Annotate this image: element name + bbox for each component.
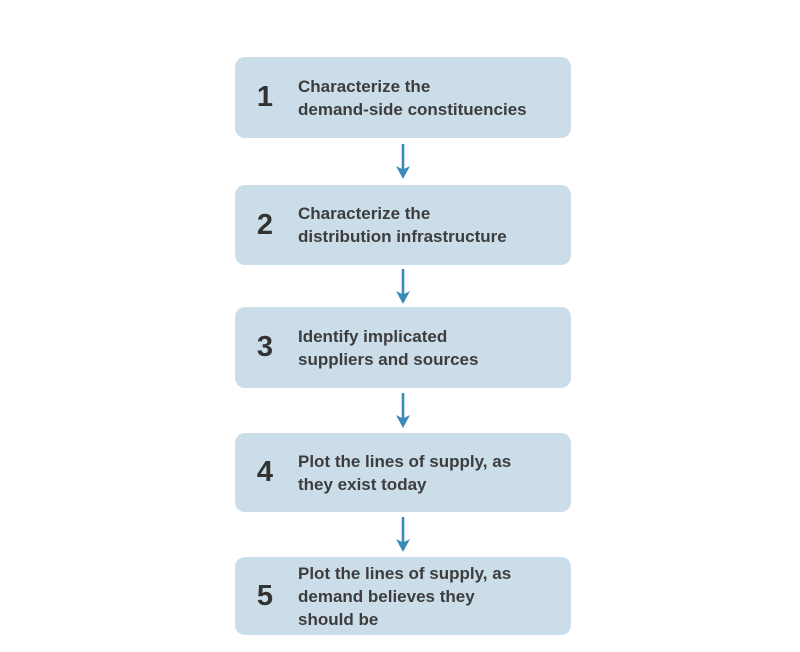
- step-label: Characterize the distribution infrastruc…: [298, 204, 507, 246]
- step-box-5: 5 Plot the lines of supply, as demand be…: [235, 557, 571, 635]
- step-box-4: 4 Plot the lines of supply, as they exis…: [235, 433, 571, 512]
- arrow-gap: [235, 138, 571, 185]
- step-box-1: 1 Characterize the demand-side constitue…: [235, 57, 571, 138]
- flowchart-column: 1 Characterize the demand-side constitue…: [235, 57, 571, 635]
- arrow-gap: [235, 265, 571, 307]
- step-number: 2: [256, 208, 274, 241]
- step-label: Plot the lines of supply, as demand beli…: [298, 563, 512, 629]
- arrow-down-icon: [396, 393, 410, 428]
- step-number: 4: [256, 456, 274, 488]
- step-box-3: 3 Identify implicated suppliers and sour…: [235, 307, 571, 388]
- arrow-gap: [235, 512, 571, 557]
- step-label: Plot the lines of supply, as they exist …: [298, 451, 512, 494]
- step-box-2: 2 Characterize the distribution infrastr…: [235, 185, 571, 265]
- arrow-down-icon: [396, 268, 410, 304]
- step-number: 3: [256, 331, 274, 363]
- arrow-down-icon: [396, 144, 410, 179]
- step-number: 1: [256, 81, 274, 113]
- step-label: Identify implicated suppliers and source…: [298, 326, 479, 369]
- arrow-down-icon: [396, 517, 410, 552]
- arrow-gap: [235, 388, 571, 433]
- step-number: 5: [256, 579, 274, 612]
- step-label: Characterize the demand-side constituenc…: [298, 76, 527, 119]
